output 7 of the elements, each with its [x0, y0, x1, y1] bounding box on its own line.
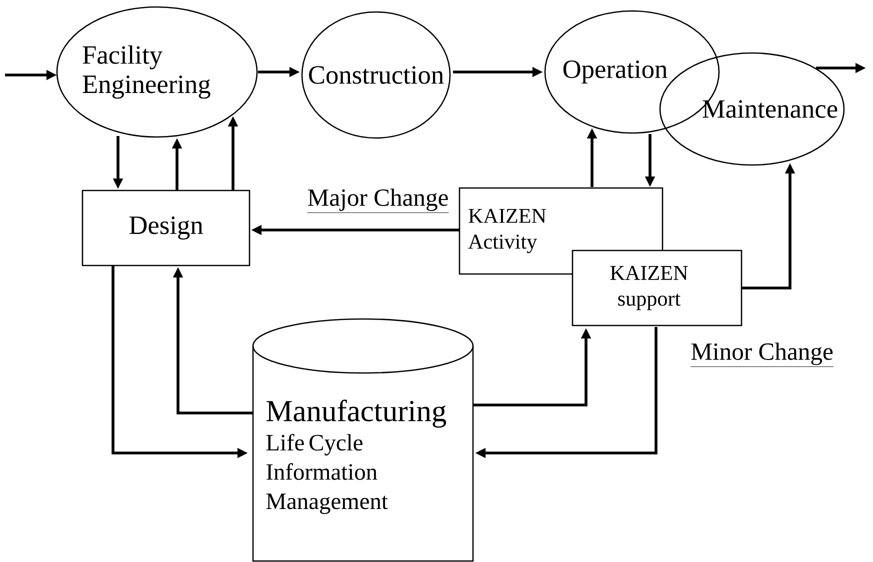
edge-label: Minor Change — [689, 341, 835, 369]
node-label: Manufacturing — [266, 400, 446, 428]
process-box: KAIZEN support — [572, 250, 742, 326]
node-label: Life Cycle Information Management — [266, 434, 388, 514]
database-cylinder: Manufacturing Life Cycle Information Management — [252, 318, 474, 562]
process-box: Design — [82, 190, 250, 266]
edge-label: Major Change — [306, 187, 450, 215]
